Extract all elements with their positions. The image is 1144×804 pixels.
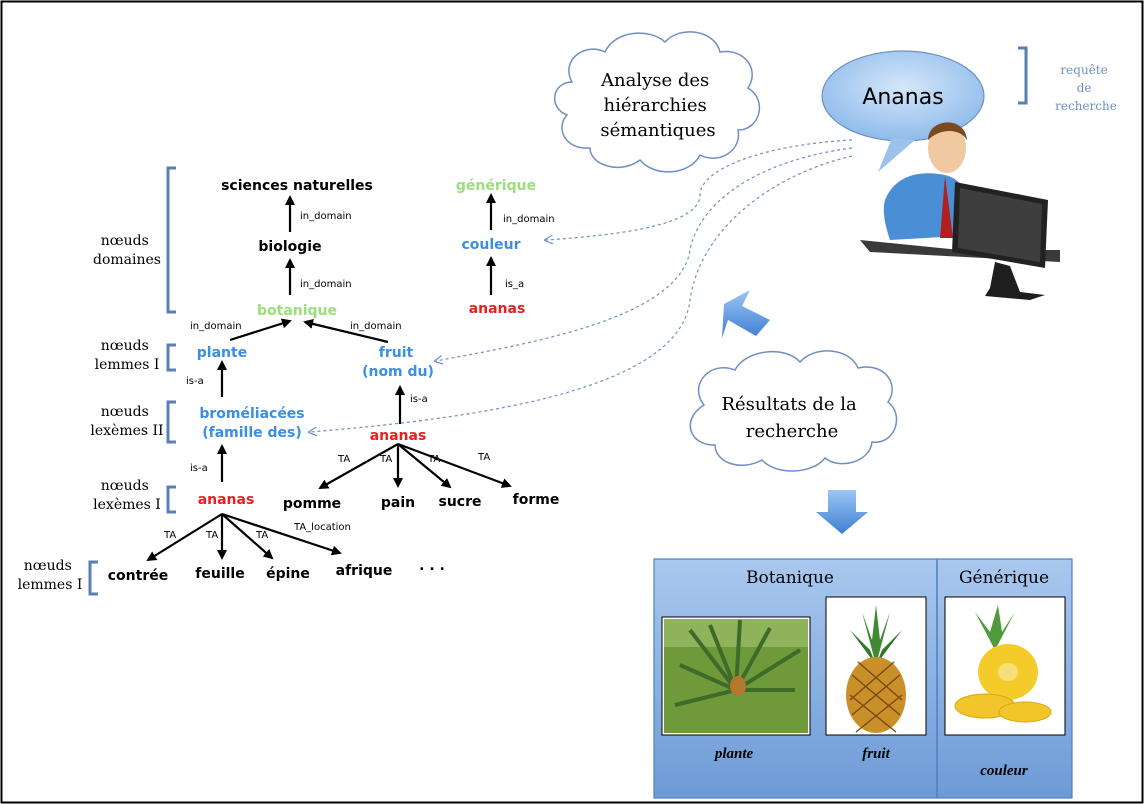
- label-requete: requête de recherche: [1055, 63, 1117, 113]
- node-nom-du: (nom du): [362, 364, 434, 380]
- edge-label-ta: TA: [255, 530, 268, 541]
- node-forme: forme: [513, 492, 560, 508]
- cloud-analyse: Analyse des hiérarchies sémantiques: [553, 31, 761, 173]
- bracket-lemmes-1b: [88, 560, 98, 596]
- node-ananas-low: ananas: [198, 492, 255, 508]
- result-image-fruit: [825, 596, 927, 736]
- edge-label-in-domain: in_domain: [300, 279, 352, 290]
- result-image-plante: [661, 616, 811, 736]
- edge-label-is-a: is-a: [186, 376, 204, 387]
- flow-arrow-down: [816, 490, 868, 534]
- node-plante: plante: [197, 345, 247, 361]
- node-pain: pain: [381, 495, 415, 511]
- hierarchy-edges: [146, 193, 512, 562]
- flow-arrow-diagonal: [722, 290, 770, 338]
- edge-label-ta-location: TA_location: [293, 522, 351, 533]
- edge-label-is-a: is-a: [410, 394, 428, 405]
- node-bromeliacees: broméliacées: [199, 406, 304, 422]
- label-noeuds-lexemes-1: nœuds lexèmes I: [93, 478, 161, 513]
- bracket-lexemes-2: [166, 400, 176, 444]
- results-panel: Botanique Générique plante fruit: [653, 558, 1073, 799]
- svg-text:Résultats de la recherch: Résultats de la recherche: [721, 394, 862, 442]
- query-text: Ananas: [862, 85, 943, 110]
- edge-label-ta: TA: [163, 530, 176, 541]
- node-epine: épine: [266, 566, 310, 582]
- edge-label-ta: TA: [379, 454, 392, 465]
- node-ananas-top: ananas: [469, 301, 526, 317]
- edge-label-is-a: is-a: [190, 463, 208, 474]
- edge-label-ta: TA: [205, 530, 218, 541]
- edge-label-ta: TA: [477, 452, 490, 463]
- node-botanique: botanique: [257, 303, 337, 319]
- label-noeuds-lemmes-1b: nœuds lemmes I: [18, 558, 83, 593]
- node-famille-des: (famille des): [202, 425, 302, 441]
- node-afrique: afrique: [336, 563, 393, 579]
- bracket-domaines: [166, 166, 176, 314]
- label-noeuds-lemmes-1: nœuds lemmes I: [95, 338, 160, 373]
- level-brackets: [88, 166, 176, 596]
- result-caption-plante: plante: [713, 746, 754, 762]
- result-caption-couleur: couleur: [980, 763, 1028, 779]
- node-feuille: feuille: [195, 566, 244, 582]
- edge-label-is-a: is_a: [505, 279, 524, 290]
- result-image-couleur: [944, 596, 1066, 736]
- edge-label-ta: TA: [337, 454, 350, 465]
- user-computer-illustration: [860, 122, 1060, 300]
- node-pomme: pomme: [283, 496, 341, 512]
- node-sciences-naturelles: sciences naturelles: [221, 178, 373, 194]
- results-header-generique: Générique: [959, 568, 1049, 588]
- bracket-lemmes-1: [166, 343, 176, 372]
- svg-text:Analyse des hiérarchies: Analyse des hiérarchies sémantiques: [600, 70, 716, 141]
- edge-label-in-domain: in_domain: [300, 211, 352, 222]
- edge-label-ta: TA: [427, 454, 440, 465]
- node-ellipsis: . . .: [419, 558, 445, 574]
- results-header-botanique: Botanique: [746, 568, 834, 588]
- edge-label-in-domain: in_domain: [190, 321, 242, 332]
- query-bubble: Ananas: [821, 50, 985, 172]
- edge-label-in-domain: in_domain: [503, 214, 555, 225]
- node-fruit: fruit: [379, 345, 414, 361]
- query-connectors: [310, 139, 853, 432]
- node-biologie: biologie: [258, 239, 321, 255]
- cloud-resultats: Résultats de la recherche: [689, 350, 898, 472]
- label-noeuds-lexemes-2: nœuds lexèmes II: [90, 404, 163, 439]
- node-generique: générique: [456, 178, 536, 194]
- node-couleur: couleur: [461, 237, 520, 253]
- bracket-lexemes-1: [166, 485, 176, 514]
- edge-label-in-domain: in_domain: [350, 321, 402, 332]
- result-caption-fruit: fruit: [862, 746, 890, 762]
- node-ananas-mid: ananas: [370, 428, 427, 444]
- node-contree: contrée: [108, 568, 168, 584]
- node-sucre: sucre: [439, 494, 482, 510]
- bracket-requete: [1018, 46, 1028, 105]
- label-noeuds-domaines: nœuds domaines: [93, 233, 161, 268]
